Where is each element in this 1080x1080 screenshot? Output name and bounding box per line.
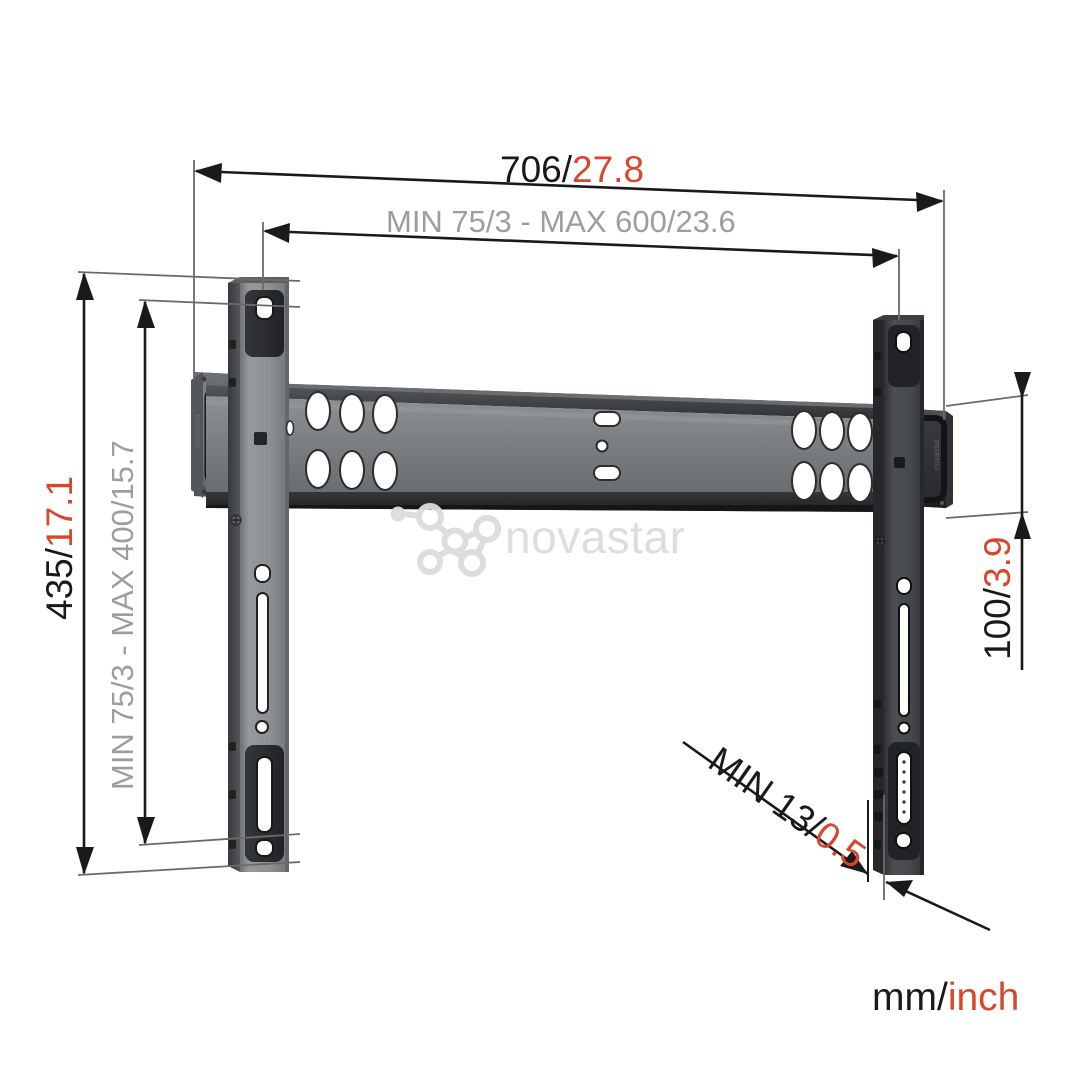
rail-center-alignment-holes <box>593 411 621 481</box>
left-arm-side-ribs <box>229 340 236 849</box>
left-arm-center-slots <box>254 564 271 734</box>
left-arm-screw <box>230 514 242 526</box>
drop-distance-metric: 100/ <box>977 587 1018 660</box>
novastar-watermark: novastar <box>390 503 685 577</box>
label-vesa-vertical: MIN 75/3 - MAX 400/15.7 <box>105 440 140 790</box>
rail-slot-group-left-upper <box>305 391 398 434</box>
label-overall-width: 706/27.8 <box>500 149 644 190</box>
svg-text:novastar: novastar <box>932 439 941 470</box>
rail-slot-group-left-lower <box>305 449 398 491</box>
wall-distance-metric: MIN 13/ <box>701 739 831 847</box>
rail-slot-group-right-lower <box>791 461 873 503</box>
dim-vesa-vertical <box>137 299 301 846</box>
dimension-annotations <box>76 160 1031 932</box>
dimension-text-labels: 706/27.8 MIN 75/3 - MAX 600/23.6 435/17.… <box>39 149 1019 1019</box>
right-arm-top-pad <box>888 325 920 387</box>
dim-overall-width <box>193 160 945 420</box>
dim-overall-height <box>76 271 301 876</box>
label-wall-distance: MIN 13/0.5 <box>701 739 873 876</box>
right-arm-side-ribs <box>874 352 883 849</box>
dim-wall-distance <box>682 740 991 932</box>
wall-mount-bracket-assembly: novastar novastar <box>191 277 953 875</box>
right-vertical-arm <box>873 315 924 875</box>
overall-height-imperial: 17.1 <box>39 476 80 548</box>
label-overall-height: 435/17.1 <box>39 476 80 620</box>
overall-width-imperial: 27.8 <box>572 149 644 190</box>
svg-text:novastar: novastar <box>192 413 202 448</box>
label-drop-distance: 100/3.9 <box>977 537 1018 660</box>
right-arm-bottom-pad <box>888 742 920 860</box>
units-legend: mm/inch <box>872 976 1019 1019</box>
right-arm-detent <box>894 457 905 468</box>
left-arm-bottom-pad <box>245 745 284 862</box>
left-arm-top-pad <box>245 290 284 357</box>
watermark-brand-text: novastar <box>505 511 685 563</box>
units-imperial: inch <box>948 976 1020 1019</box>
molecule-node-logo-icon <box>390 503 501 577</box>
overall-width-metric: 706/ <box>500 149 573 190</box>
overall-height-metric: 435/ <box>39 547 80 620</box>
left-arm-detent <box>254 432 267 445</box>
label-vesa-horizontal: MIN 75/3 - MAX 600/23.6 <box>386 204 736 239</box>
drop-distance-imperial: 3.9 <box>977 537 1018 588</box>
dim-vesa-horizontal <box>262 222 900 320</box>
horizontal-main-rail <box>206 381 900 512</box>
units-metric: mm/ <box>872 976 948 1019</box>
left-vertical-arm <box>228 277 295 872</box>
dim-drop-distance <box>945 372 1031 670</box>
rail-slot-group-right-upper <box>791 410 873 452</box>
right-arm-screw <box>874 535 886 547</box>
right-arm-center-slots <box>896 577 912 735</box>
